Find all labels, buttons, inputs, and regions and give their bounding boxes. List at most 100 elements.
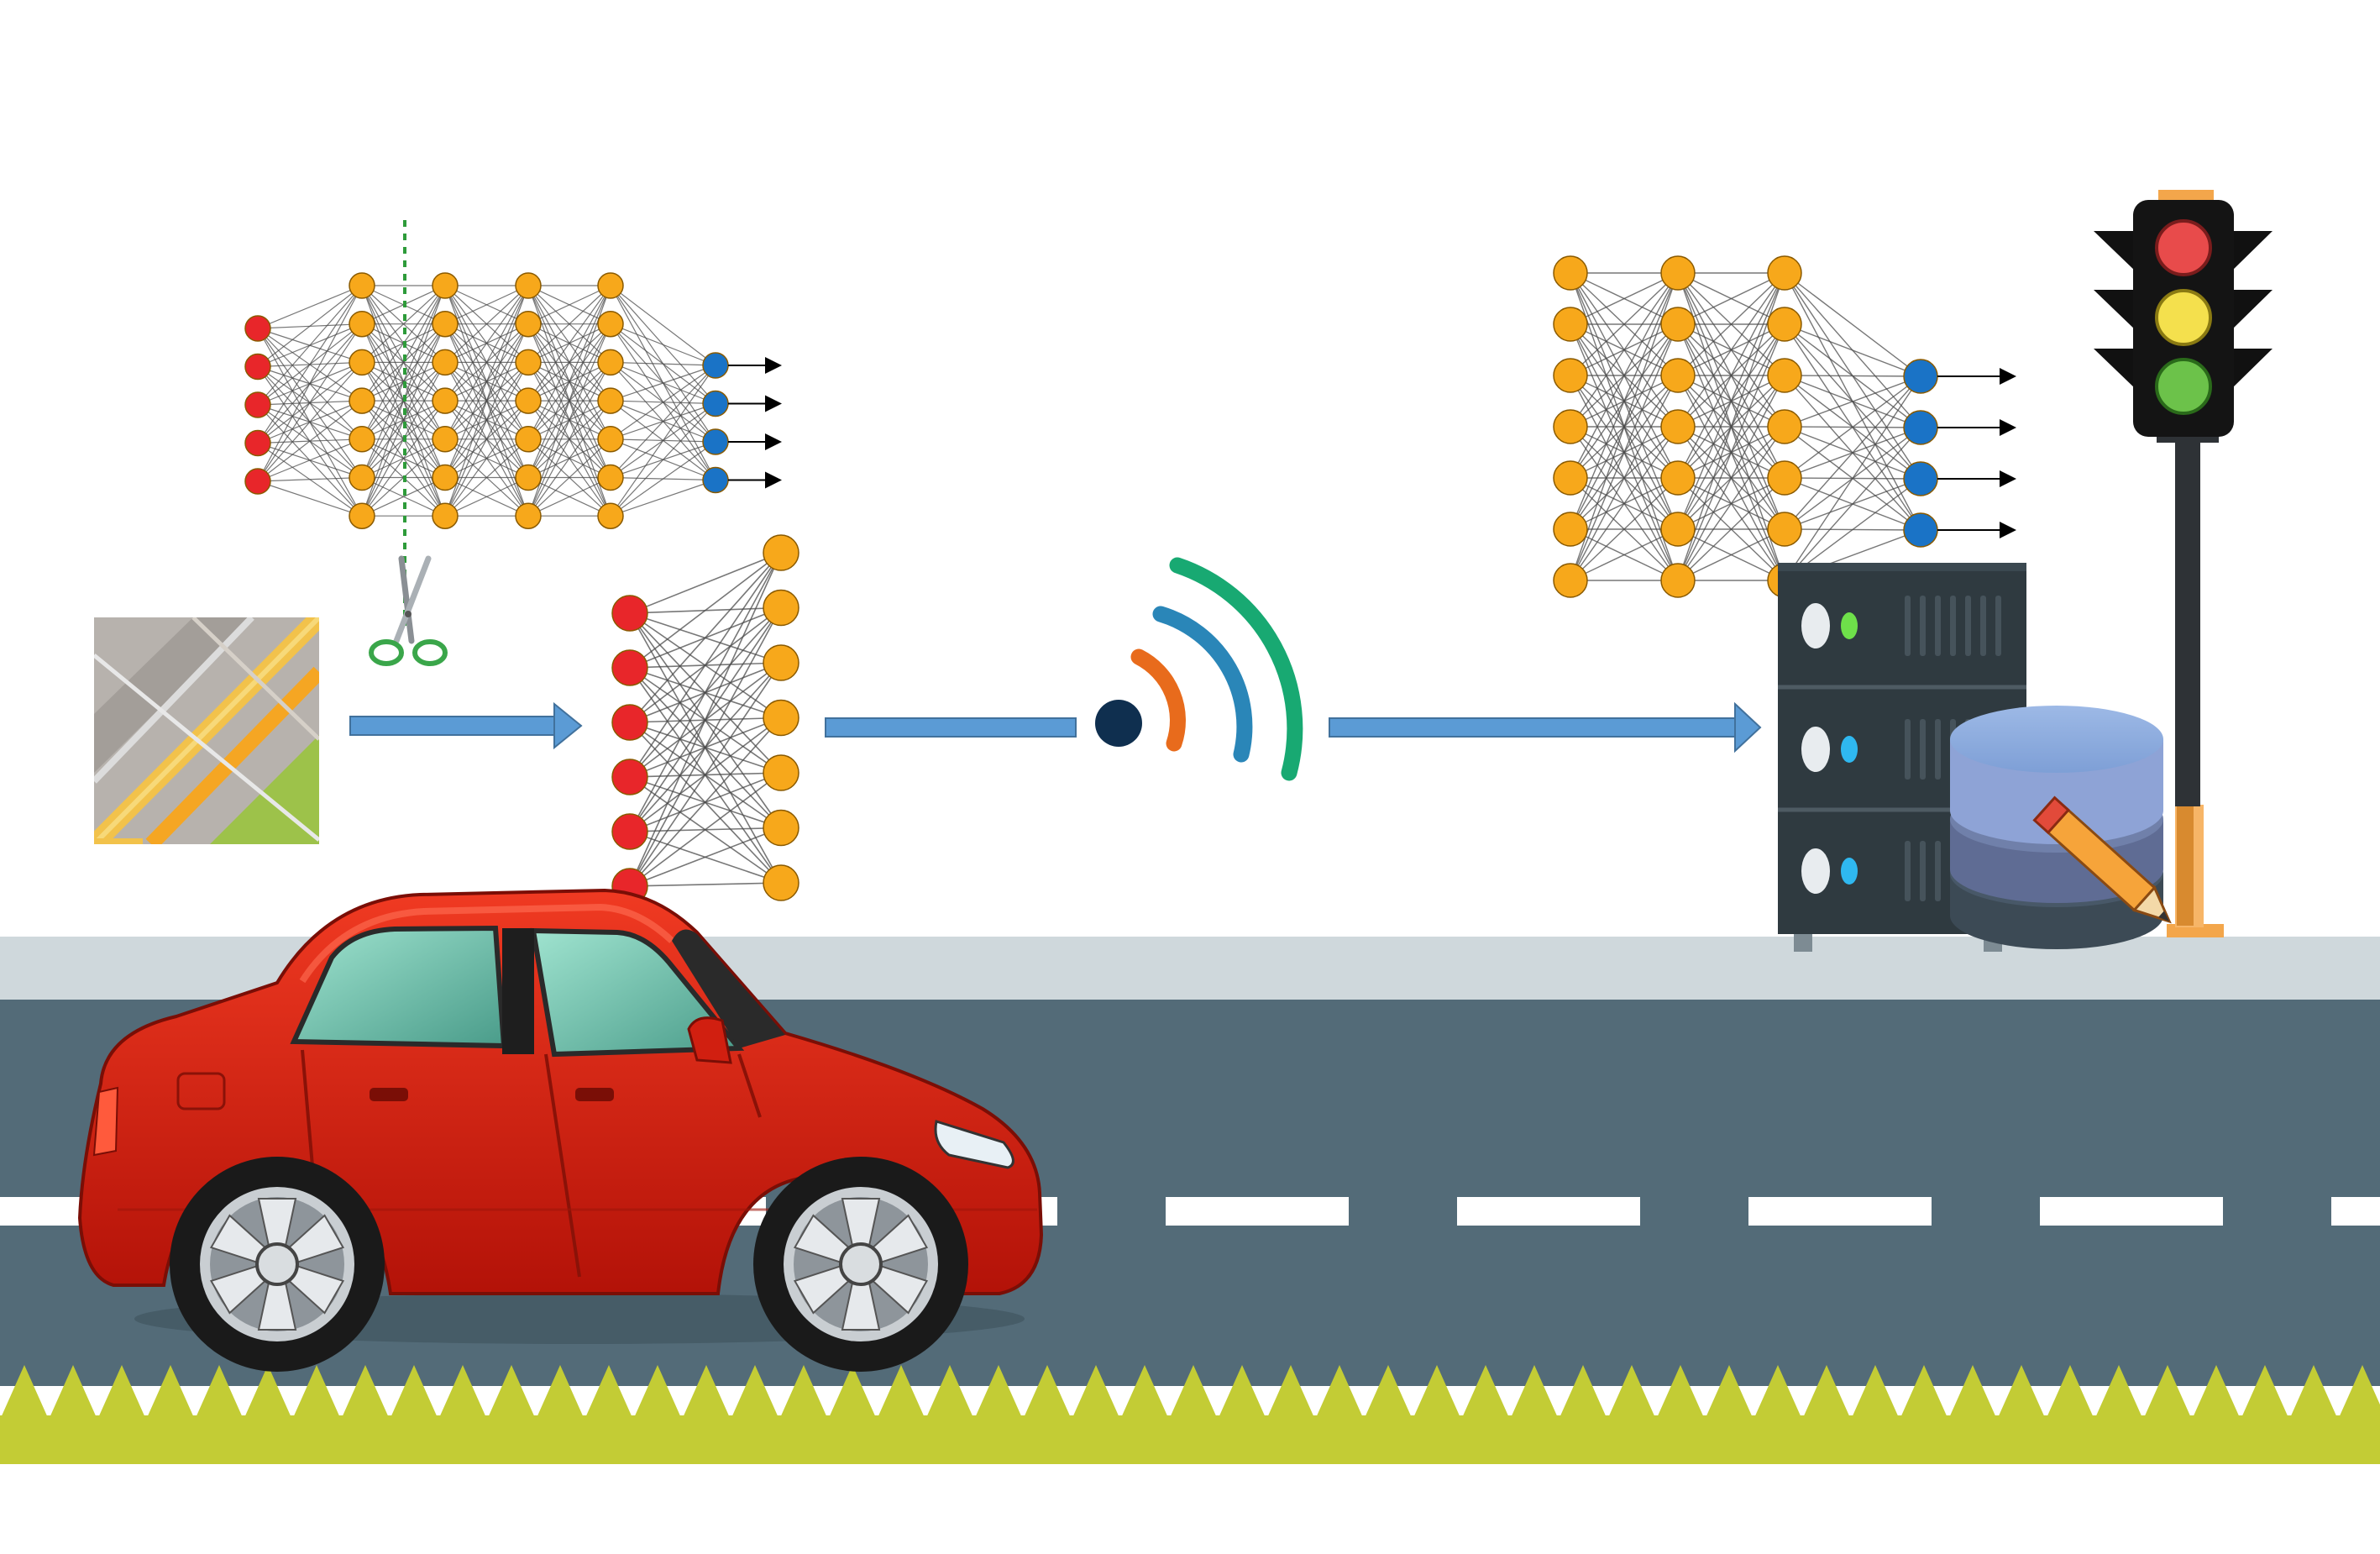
network-node xyxy=(597,310,624,338)
network-node xyxy=(702,352,729,379)
map-tile-icon xyxy=(94,617,319,844)
network-node xyxy=(349,426,375,453)
network-node xyxy=(349,310,375,338)
network-node xyxy=(244,353,271,381)
network-node xyxy=(611,813,648,850)
network-node xyxy=(702,390,729,417)
wireless-signal-icon xyxy=(1095,557,1303,781)
network-node xyxy=(349,272,375,299)
network-node xyxy=(611,595,648,632)
grass-strip xyxy=(0,1365,2380,1464)
lane-dash xyxy=(2331,1197,2380,1226)
network-node xyxy=(1553,460,1588,496)
network-node xyxy=(763,589,799,627)
network-node xyxy=(597,387,624,414)
connector-head-to-signal xyxy=(825,717,1077,738)
server-vent xyxy=(1905,596,1911,656)
network-node xyxy=(1660,358,1696,393)
network-node xyxy=(432,349,459,376)
network-node xyxy=(349,349,375,376)
network-node xyxy=(515,426,542,453)
server-vent xyxy=(1935,841,1941,901)
network-node xyxy=(244,429,271,457)
lane-dash xyxy=(1748,1197,1932,1226)
neural-network-tail-icon xyxy=(1553,255,2016,598)
network-node xyxy=(702,428,729,455)
yellow-lamp xyxy=(2155,289,2212,346)
network-node xyxy=(1767,358,1802,393)
traffic-light-icon xyxy=(2094,190,2273,937)
network-node xyxy=(1767,409,1802,444)
server-led xyxy=(1841,736,1858,763)
server-disk xyxy=(1801,848,1830,894)
network-node xyxy=(1553,255,1588,291)
scissors-icon xyxy=(369,555,448,666)
network-node xyxy=(432,310,459,338)
server-vent xyxy=(1920,841,1926,901)
network-node xyxy=(1660,460,1696,496)
network-node xyxy=(1660,255,1696,291)
network-node xyxy=(1903,359,1938,394)
network-node xyxy=(597,272,624,299)
network-node xyxy=(1903,410,1938,445)
network-node xyxy=(763,644,799,681)
network-node xyxy=(432,464,459,491)
server-vent xyxy=(1950,596,1956,656)
lane-dash xyxy=(1166,1197,1349,1226)
server-vent xyxy=(1995,596,2001,656)
network-node xyxy=(763,754,799,791)
server-vent xyxy=(1920,719,1926,780)
network-node xyxy=(1903,512,1938,548)
network-node xyxy=(611,759,648,795)
server-vent xyxy=(1935,719,1941,780)
neural-network-head-icon xyxy=(611,534,799,905)
network-node xyxy=(1553,358,1588,393)
network-node xyxy=(763,809,799,847)
server-vent xyxy=(1905,719,1911,780)
server-vent xyxy=(1905,841,1911,901)
red-lamp xyxy=(2155,219,2212,276)
network-node xyxy=(432,387,459,414)
network-node xyxy=(702,466,729,494)
network-node xyxy=(349,502,375,529)
server-disk xyxy=(1801,727,1830,772)
server-vent xyxy=(1920,596,1926,656)
network-node xyxy=(611,649,648,686)
network-node xyxy=(1660,563,1696,598)
network-node xyxy=(515,349,542,376)
server-vent xyxy=(1935,596,1941,656)
network-node xyxy=(1767,307,1802,342)
network-node xyxy=(1660,512,1696,547)
network-node xyxy=(763,864,799,901)
grass-teeth xyxy=(0,1365,2380,1428)
network-node xyxy=(1553,563,1588,598)
network-node xyxy=(597,502,624,529)
network-node xyxy=(515,387,542,414)
network-node xyxy=(1903,461,1938,496)
network-node xyxy=(515,272,542,299)
network-node xyxy=(1767,460,1802,496)
network-connections xyxy=(257,285,716,517)
network-connections xyxy=(1570,272,1921,581)
network-node xyxy=(763,534,799,571)
arrow-map-to-head xyxy=(349,701,583,750)
network-connections xyxy=(629,552,782,887)
network-node xyxy=(1660,409,1696,444)
network-node xyxy=(1553,409,1588,444)
network-node xyxy=(349,464,375,491)
network-node xyxy=(1553,307,1588,342)
server-disk xyxy=(1801,603,1830,648)
network-node xyxy=(244,315,271,342)
network-node xyxy=(611,704,648,741)
lane-dash xyxy=(1457,1197,1640,1226)
network-node xyxy=(1767,255,1802,291)
network-node xyxy=(597,464,624,491)
network-node xyxy=(1767,512,1802,547)
network-node xyxy=(1660,307,1696,342)
rear-wheel xyxy=(170,1157,385,1372)
arrow-signal-to-server xyxy=(1329,701,1762,753)
network-node xyxy=(515,464,542,491)
neural-network-full-icon xyxy=(244,272,782,529)
car-icon xyxy=(77,888,1044,1372)
